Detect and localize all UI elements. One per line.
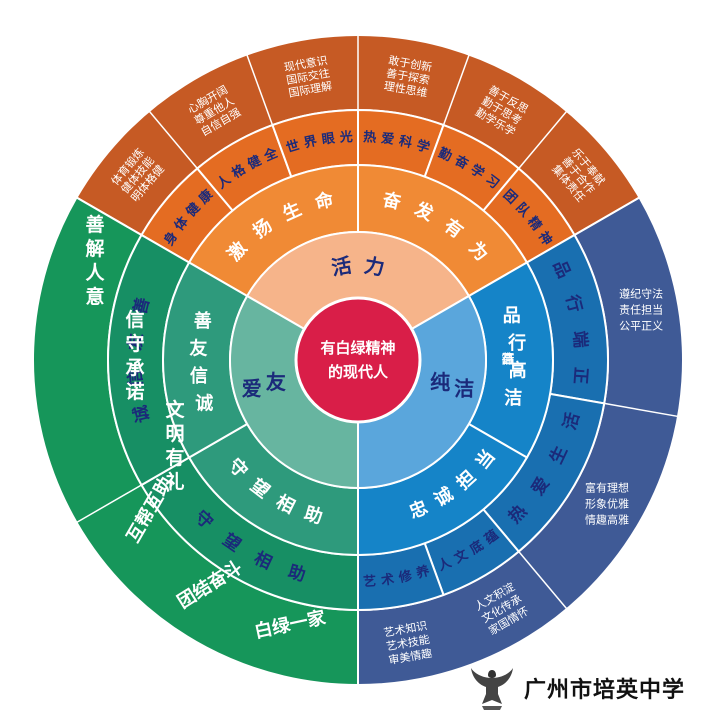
svg-text:活: 活 <box>559 410 584 432</box>
svg-text:文: 文 <box>165 398 185 421</box>
core-label-purity: 纯洁 <box>430 370 474 400</box>
core-label-friendliness: 友爱 <box>242 370 286 400</box>
svg-text:命: 命 <box>313 188 336 213</box>
svg-text:助: 助 <box>286 561 308 586</box>
svg-text:光: 光 <box>338 129 353 146</box>
school-brand: 广州市培英中学 <box>468 664 685 712</box>
svg-text:行: 行 <box>561 292 586 315</box>
svg-text:情趣高雅: 情趣高雅 <box>585 512 629 526</box>
svg-text:品: 品 <box>503 305 521 326</box>
school-name: 广州市培英中学 <box>524 678 686 703</box>
svg-text:人: 人 <box>85 262 105 284</box>
svg-text:行: 行 <box>501 353 514 368</box>
svg-text:诚: 诚 <box>195 394 213 415</box>
svg-text:信: 信 <box>125 308 144 331</box>
svg-text:端: 端 <box>569 330 591 349</box>
svg-text:勤: 勤 <box>436 145 454 165</box>
svg-text:善: 善 <box>194 310 212 332</box>
svg-text:意: 意 <box>85 285 104 308</box>
svg-text:热: 热 <box>363 129 377 146</box>
svg-text:守: 守 <box>125 332 144 355</box>
svg-text:高: 高 <box>501 352 514 368</box>
svg-text:洁: 洁 <box>504 387 522 409</box>
svg-text:世: 世 <box>284 137 301 156</box>
svg-text:诺: 诺 <box>125 381 144 403</box>
svg-text:遵纪守法: 遵纪守法 <box>619 287 663 301</box>
svg-text:解: 解 <box>85 237 104 260</box>
svg-text:品: 品 <box>501 353 514 368</box>
svg-text:责任担当: 责任担当 <box>619 303 663 317</box>
core-label-vitality: 活力 <box>330 253 387 280</box>
svg-text:界: 界 <box>302 133 318 151</box>
svg-text:眼: 眼 <box>321 131 337 148</box>
svg-text:爱: 爱 <box>242 376 262 400</box>
svg-text:科: 科 <box>398 133 414 151</box>
svg-text:活: 活 <box>330 253 354 280</box>
svg-text:形象优雅: 形象优雅 <box>585 496 629 510</box>
svg-text:爱: 爱 <box>380 130 395 148</box>
svg-text:术: 术 <box>379 571 395 589</box>
svg-text:养: 养 <box>413 562 432 582</box>
svg-text:明: 明 <box>165 423 184 445</box>
svg-text:礼: 礼 <box>165 470 184 493</box>
svg-text:承: 承 <box>125 357 144 379</box>
svg-text:富有理想: 富有理想 <box>585 480 629 494</box>
svg-text:善: 善 <box>129 295 153 317</box>
svg-text:高: 高 <box>509 360 527 382</box>
svg-text:有: 有 <box>165 446 184 469</box>
svg-text:友: 友 <box>125 333 147 352</box>
svg-text:纯: 纯 <box>430 370 450 394</box>
theme-label-arts: 艺术修养 <box>363 562 433 590</box>
svg-text:正: 正 <box>569 366 590 384</box>
svg-text:信: 信 <box>125 369 147 388</box>
svg-text:力: 力 <box>363 253 387 280</box>
svg-text:善: 善 <box>85 213 104 236</box>
eagle-emblem-icon <box>471 668 513 710</box>
svg-text:修: 修 <box>396 567 414 586</box>
svg-text:艺: 艺 <box>363 573 377 590</box>
svg-text:诚: 诚 <box>129 403 153 425</box>
svg-text:行: 行 <box>507 332 526 354</box>
svg-text:公平正义: 公平正义 <box>619 320 663 333</box>
svg-text:信: 信 <box>190 365 208 387</box>
svg-text:友: 友 <box>189 337 207 359</box>
svg-text:品: 品 <box>549 258 574 282</box>
svg-text:洁: 洁 <box>454 376 474 400</box>
center-circle <box>294 296 422 424</box>
theme-label-science: 热爱科学 <box>363 129 432 156</box>
svg-text:友: 友 <box>266 370 286 394</box>
svg-text:助: 助 <box>302 502 325 528</box>
svg-text:洁: 洁 <box>501 353 514 368</box>
theme-label-vision: 世界眼光 <box>284 129 353 156</box>
center-line-2: 的现代人 <box>328 363 389 381</box>
center-line-1: 有白绿精神 <box>320 339 395 357</box>
svg-text:学: 学 <box>415 137 432 156</box>
